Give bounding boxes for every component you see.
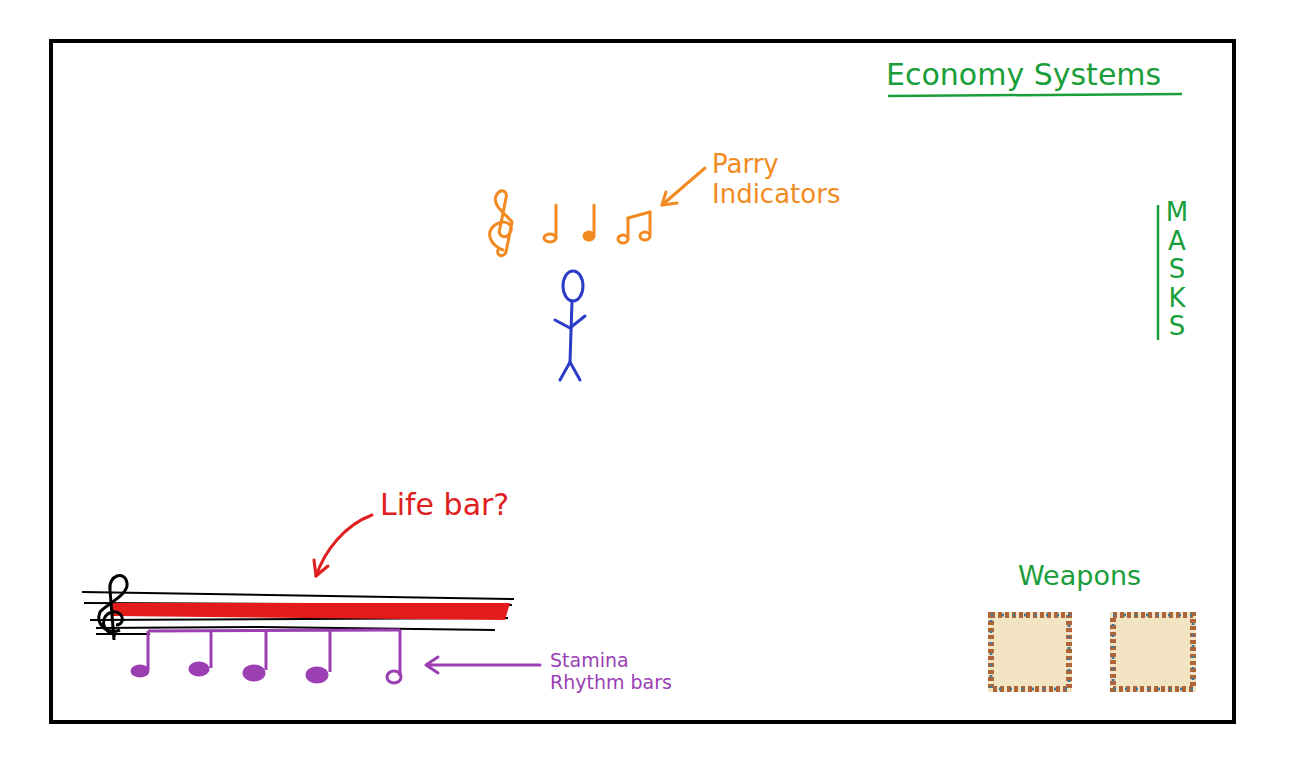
parry-notes: [490, 168, 705, 256]
weapon-slots: [988, 612, 1196, 692]
weapons-label: Weapons: [1018, 560, 1141, 591]
treble-clef: [99, 576, 127, 640]
staff: [82, 592, 514, 634]
economy-label: Economy Systems: [886, 58, 1161, 93]
stamina-notes: [132, 630, 540, 683]
screen-frame: [51, 41, 1234, 722]
life-bar-fill: [112, 603, 510, 620]
life-label: Life bar?: [380, 488, 509, 523]
parry-label: Parry Indicators: [712, 150, 862, 210]
masks-label: MASKS: [1164, 198, 1190, 341]
stamina-label: Stamina Rhythm bars: [550, 650, 690, 694]
life-arrow: [314, 515, 372, 576]
masks-line: [1157, 205, 1160, 340]
underline: [888, 94, 1182, 96]
player-figure: [555, 271, 585, 380]
